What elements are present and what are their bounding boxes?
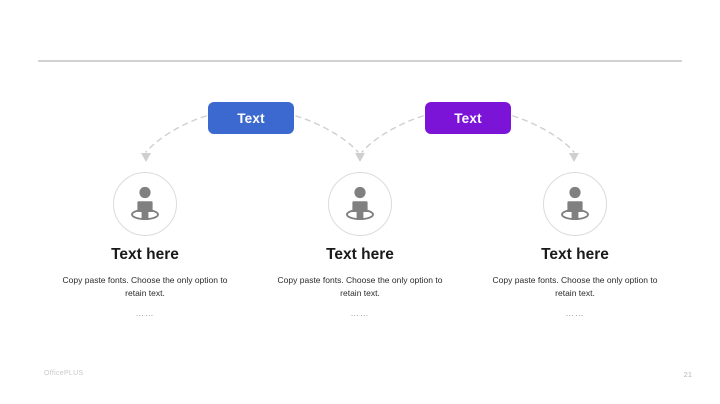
person-on-location-ring-icon (561, 186, 589, 221)
pill-button-label-1: Text (237, 110, 265, 126)
connector-curve-2 (295, 115, 359, 153)
column-body-1: Copy paste fonts. Choose the only option… (62, 274, 228, 298)
icon-circle-3[interactable] (543, 172, 607, 236)
text-column-1: Text here Copy paste fonts. Choose the o… (30, 246, 260, 317)
column-body-2: Copy paste fonts. Choose the only option… (277, 274, 443, 298)
column-dots-3: …… (565, 307, 585, 318)
text-column-3: Text here Copy paste fonts. Choose the o… (460, 246, 690, 317)
arrowhead-2 (355, 153, 365, 162)
column-dots-2: …… (350, 307, 370, 318)
pill-button-label-2: Text (454, 110, 482, 126)
arrowhead-3 (569, 153, 579, 162)
column-heading-3: Text here (541, 246, 609, 263)
icon-circle-1[interactable] (113, 172, 177, 236)
text-column-2: Text here Copy paste fonts. Choose the o… (245, 246, 475, 317)
connector-curve-1 (145, 115, 207, 153)
pill-button-text-1[interactable]: Text (208, 102, 294, 134)
title-divider-rule (38, 60, 682, 62)
pill-button-text-2[interactable]: Text (425, 102, 511, 134)
column-heading-1: Text here (111, 246, 179, 263)
connector-curve-3 (361, 115, 424, 153)
person-on-location-ring-icon (346, 186, 374, 221)
footer-page-number: 21 (683, 370, 692, 379)
footer-brand-officeplus: OfficePLUS (44, 370, 84, 377)
arrowhead-1 (141, 153, 151, 162)
column-dots-1: …… (135, 307, 155, 318)
connector-curve-4 (512, 115, 575, 153)
person-on-location-ring-icon (131, 186, 159, 221)
column-body-3: Copy paste fonts. Choose the only option… (492, 274, 658, 298)
icon-circle-2[interactable] (328, 172, 392, 236)
column-heading-2: Text here (326, 246, 394, 263)
